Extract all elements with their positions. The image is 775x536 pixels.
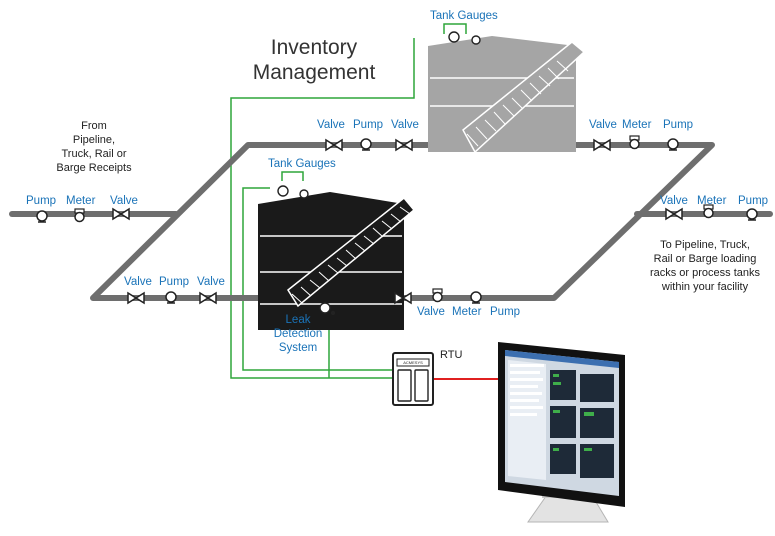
leak-sensor-dot	[330, 310, 336, 316]
outlet-pump-label: Pump	[738, 195, 769, 207]
bottom-left-symbols	[127, 291, 217, 305]
pump-icon	[746, 208, 758, 221]
top-tank-gauges-label: Tank Gauges	[430, 10, 498, 22]
outlet-symbols	[665, 204, 758, 221]
diagram-title-line-1: Inventory	[270, 36, 358, 59]
scada-monitor	[498, 342, 625, 523]
valve-icon	[593, 138, 611, 152]
front-tank-gauge-2-icon	[299, 189, 309, 199]
bottom-right-meter-label: Meter	[452, 306, 482, 318]
top-run-symbols	[325, 138, 413, 152]
valve-icon	[395, 138, 413, 152]
pump-icon	[165, 291, 177, 304]
leak-detection-line: Detection	[273, 328, 323, 340]
leak-detection-line: System	[278, 342, 318, 354]
valve-icon	[112, 207, 130, 221]
source-line: Barge Receipts	[56, 162, 132, 174]
top-run-pump-label: Pump	[353, 119, 384, 131]
front-tank-gauge-1-icon	[277, 185, 289, 197]
top-right-pump-label: Pump	[663, 119, 694, 131]
rtu-brand-text: ACMESYS	[403, 360, 423, 365]
top-right-symbols	[593, 135, 679, 152]
source-line: Truck, Rail or	[61, 148, 127, 160]
bottom-left-pump-label: Pump	[159, 276, 190, 288]
top-run-valve-label: Valve	[391, 119, 419, 131]
rtu-label: RTU	[440, 349, 463, 361]
front-tank-gauges-label: Tank Gauges	[268, 158, 336, 170]
source-line: Pipeline,	[72, 134, 116, 146]
top-run-valve-label: Valve	[317, 119, 345, 131]
source-line: From	[81, 120, 107, 132]
bottom-left-valve-label: Valve	[197, 276, 225, 288]
outlet-meter-label: Meter	[697, 195, 727, 207]
pump-icon	[667, 138, 679, 151]
bottom-left-valve-label: Valve	[124, 276, 152, 288]
front-gauge-signal-link	[281, 171, 304, 181]
front-tank-stairs	[287, 196, 416, 308]
valve-icon	[665, 207, 683, 221]
back-tank-gauge-2-icon	[471, 35, 481, 45]
destination-line: Rail or Barge loading	[653, 253, 757, 265]
outlet-valve-label: Valve	[660, 195, 688, 207]
meter-icon	[74, 208, 85, 223]
inlet-valve-label: Valve	[110, 195, 138, 207]
inlet-symbols	[36, 207, 130, 223]
bottom-right-valve-label: Valve	[417, 306, 445, 318]
pump-icon	[470, 291, 482, 304]
valve-icon	[127, 291, 145, 305]
meter-icon	[703, 204, 714, 219]
top-gauge-signal-link	[443, 23, 467, 34]
leak-detection-label: Leak Detection System	[268, 313, 328, 355]
diagram-title: Inventory Management	[244, 35, 384, 85]
source-description: From Pipeline, Truck, Rail or Barge Rece…	[40, 119, 148, 175]
bottom-right-pump-label: Pump	[490, 306, 521, 318]
back-tank	[428, 36, 586, 154]
rtu-unit	[392, 352, 434, 406]
valve-icon	[199, 291, 217, 305]
destination-line: within your facility	[661, 281, 749, 293]
meter-icon	[432, 288, 443, 303]
back-tank-stairs	[462, 41, 586, 154]
destination-description: To Pipeline, Truck, Rail or Barge loadin…	[636, 238, 774, 294]
bottom-right-symbols	[394, 288, 482, 305]
pump-icon	[36, 210, 48, 223]
inlet-pump-label: Pump	[26, 195, 57, 207]
leak-detection-line: Leak	[285, 314, 311, 326]
destination-line: racks or process tanks	[649, 267, 761, 279]
leak-sensor-icon	[319, 302, 331, 314]
destination-line: To Pipeline, Truck,	[660, 239, 750, 251]
meter-icon	[629, 135, 640, 150]
diagram-title-line-2: Management	[252, 61, 376, 84]
valve-icon	[325, 138, 343, 152]
top-right-valve-label: Valve	[589, 119, 617, 131]
back-tank-gauge-1-icon	[448, 31, 460, 43]
top-right-meter-label: Meter	[622, 119, 652, 131]
top-gauge-signal-wire	[230, 38, 415, 379]
front-tank	[258, 192, 416, 330]
inlet-meter-label: Meter	[66, 195, 96, 207]
pump-icon	[360, 138, 372, 151]
valve-icon	[394, 291, 412, 305]
front-gauge-signal-wire	[242, 187, 393, 371]
